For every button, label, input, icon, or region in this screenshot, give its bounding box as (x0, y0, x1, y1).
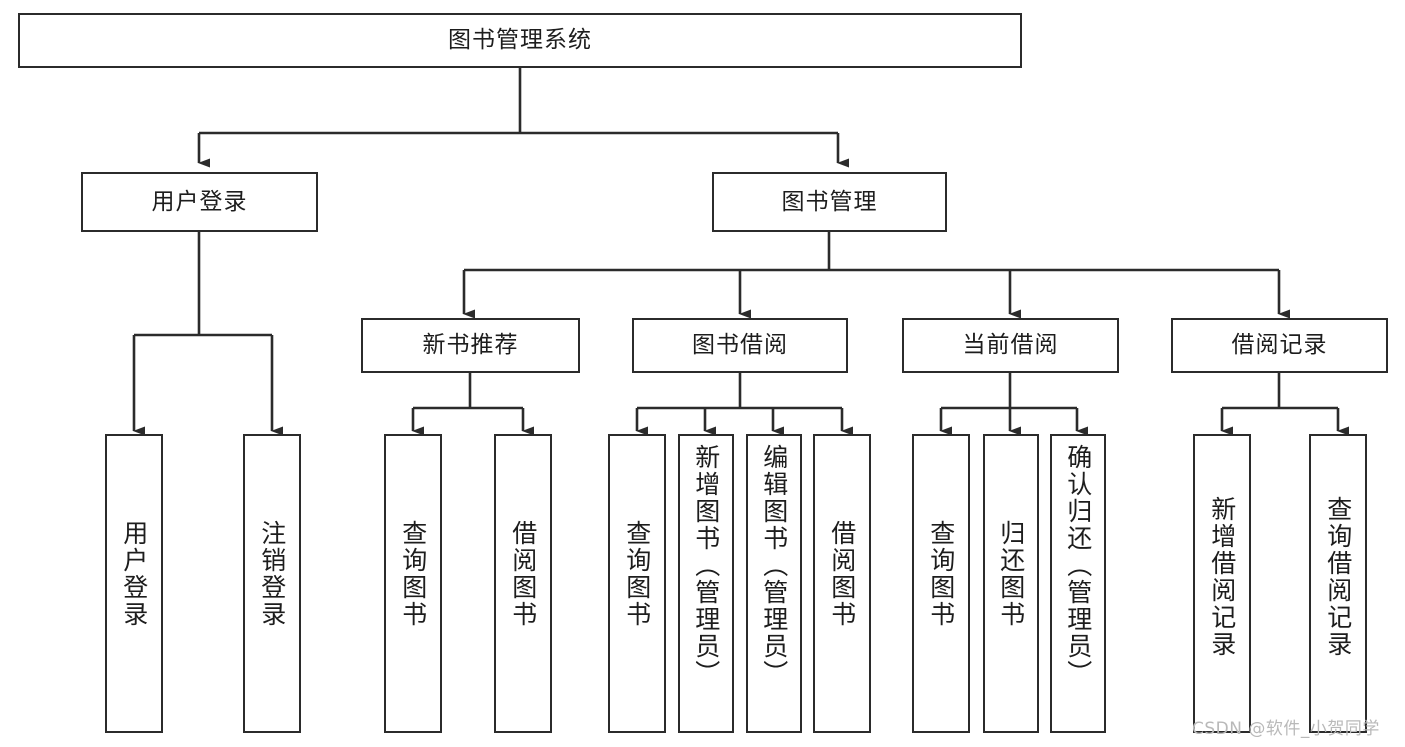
node-label: 新书推荐 (422, 332, 519, 358)
node-label: 确认归还（管理员） (1063, 444, 1093, 687)
leaf-borrow-borrow-book[interactable]: 借阅图书 (813, 434, 871, 733)
node-book-management[interactable]: 图书管理 (712, 172, 947, 232)
node-label: 查询图书 (398, 520, 428, 628)
leaf-current-return-book[interactable]: 归还图书 (983, 434, 1039, 733)
node-label: 归还图书 (996, 520, 1026, 628)
leaf-borrow-add-book-admin[interactable]: 新增图书（管理员） (678, 434, 734, 733)
node-label: 编辑图书（管理员） (759, 444, 789, 687)
node-label: 当前借阅 (962, 332, 1059, 358)
leaf-user-login-logout[interactable]: 注销登录 (243, 434, 301, 733)
leaf-recommend-borrow-book[interactable]: 借阅图书 (494, 434, 552, 733)
node-root-system[interactable]: 图书管理系统 (18, 13, 1022, 68)
node-label: 图书借阅 (692, 332, 788, 358)
leaf-record-query-record[interactable]: 查询借阅记录 (1309, 434, 1367, 733)
node-new-book-recommend[interactable]: 新书推荐 (361, 318, 580, 373)
node-label: 查询借阅记录 (1323, 496, 1353, 658)
node-label: 借阅图书 (827, 520, 857, 628)
leaf-borrow-query-book[interactable]: 查询图书 (608, 434, 666, 733)
node-label: 图书管理 (781, 188, 878, 215)
watermark-text: CSDN @软件_小贺同学 (1192, 719, 1380, 739)
node-label: 用户登录 (119, 520, 149, 628)
node-label: 查询图书 (622, 520, 652, 628)
node-label: 新增借阅记录 (1207, 496, 1237, 658)
node-book-borrow[interactable]: 图书借阅 (632, 318, 848, 373)
node-label: 借阅图书 (508, 520, 538, 628)
node-label: 注销登录 (257, 520, 287, 628)
node-label: 查询图书 (926, 520, 956, 628)
leaf-current-confirm-return-admin[interactable]: 确认归还（管理员） (1050, 434, 1106, 733)
node-label: 用户登录 (151, 188, 248, 215)
leaf-current-query-book[interactable]: 查询图书 (912, 434, 970, 733)
node-borrow-record[interactable]: 借阅记录 (1171, 318, 1388, 373)
node-label: 图书管理系统 (448, 27, 592, 53)
leaf-user-login-login[interactable]: 用户登录 (105, 434, 163, 733)
leaf-recommend-query-book[interactable]: 查询图书 (384, 434, 442, 733)
node-label: 新增图书（管理员） (691, 444, 721, 687)
node-current-borrow[interactable]: 当前借阅 (902, 318, 1119, 373)
leaf-record-add-record[interactable]: 新增借阅记录 (1193, 434, 1251, 733)
node-label: 借阅记录 (1231, 332, 1328, 358)
node-user-login[interactable]: 用户登录 (81, 172, 318, 232)
leaf-borrow-edit-book-admin[interactable]: 编辑图书（管理员） (746, 434, 802, 733)
